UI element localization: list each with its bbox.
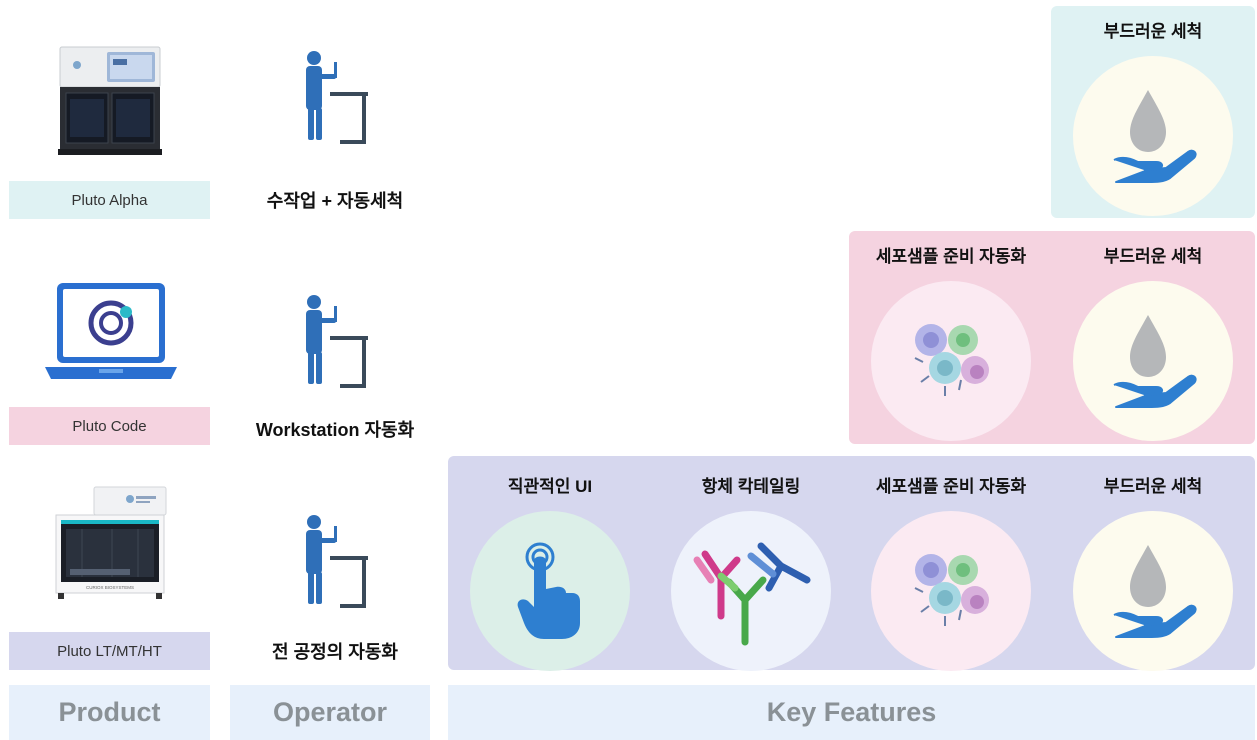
footer-key-features-header: Key Features: [448, 685, 1255, 740]
feature-intuitive-ui: 직관적인 UI: [468, 475, 632, 671]
feature-title: 직관적인 UI: [507, 477, 593, 496]
feature-cell-prep-automation: 세포샘플 준비 자동화: [869, 245, 1033, 441]
feature-circle: [871, 511, 1031, 671]
touch-finger-icon: [517, 542, 580, 639]
footer-label: Operator: [272, 697, 388, 727]
pluto-alpha-device-image: [50, 40, 170, 160]
product-label-text: Pluto Code: [72, 417, 147, 435]
feature-circle: [1073, 511, 1233, 671]
footer-operator-header: Operator: [230, 685, 430, 740]
cells-icon: [914, 554, 989, 626]
footer-label: Product: [58, 697, 161, 727]
feature-gentle-wash: 부드러운 세척: [1071, 20, 1235, 216]
operator-label-text: 전 공정의 자동화: [272, 642, 398, 662]
feature-circle: [1073, 281, 1233, 441]
antibody-icon: [693, 542, 811, 646]
product-label-text: Pluto LT/MT/HT: [57, 642, 162, 660]
footer-product-header: Product: [9, 685, 210, 740]
cells-icon: [914, 324, 989, 396]
feature-title: 세포샘플 준비 자동화: [875, 477, 1027, 496]
feature-title: 세포샘플 준비 자동화: [875, 247, 1027, 266]
water-drop-hand-icon: [1113, 90, 1197, 183]
feature-gentle-wash: 부드러운 세척: [1071, 475, 1235, 671]
lab-operator-icon: [306, 51, 368, 144]
product-label-pluto-lt: Pluto LT/MT/HT: [9, 632, 210, 670]
feature-title: 부드러운 세척: [1103, 22, 1203, 41]
footer-label: Key Features: [766, 697, 937, 727]
feature-circle: [470, 511, 630, 671]
pluto-lt-device-image: CURIOX BIOSYSTEMS: [50, 484, 170, 610]
operator-label-text: Workstation 자동화: [255, 420, 415, 440]
feature-title: 부드러운 세척: [1103, 477, 1203, 496]
feature-title: 항체 칵테일링: [701, 477, 801, 496]
product-label-pluto-alpha: Pluto Alpha: [9, 181, 210, 219]
feature-gentle-wash: 부드러운 세척: [1071, 245, 1235, 441]
device-brand-text: CURIOX BIOSYSTEMS: [86, 585, 134, 590]
water-drop-hand-icon: [1113, 315, 1197, 408]
feature-circle: [671, 511, 831, 671]
feature-circle: [1073, 56, 1233, 216]
pluto-code-laptop-image: [42, 278, 180, 390]
operator-label-manual: 수작업 + 자동세척: [232, 187, 438, 213]
feature-antibody-cocktailing: 항체 칵테일링: [669, 475, 833, 671]
operator-label-text: 수작업 + 자동세척: [266, 191, 404, 211]
feature-cell-prep-automation: 세포샘플 준비 자동화: [869, 475, 1033, 671]
lab-operator-icon: [306, 515, 368, 608]
product-label-pluto-code: Pluto Code: [9, 407, 210, 445]
water-drop-hand-icon: [1113, 545, 1197, 638]
lab-operator-icon: [306, 295, 368, 388]
feature-title: 부드러운 세척: [1103, 247, 1203, 266]
operator-label-workstation: Workstation 자동화: [232, 416, 438, 442]
operator-label-full-automation: 전 공정의 자동화: [232, 638, 438, 664]
product-label-text: Pluto Alpha: [71, 191, 148, 209]
feature-circle: [871, 281, 1031, 441]
